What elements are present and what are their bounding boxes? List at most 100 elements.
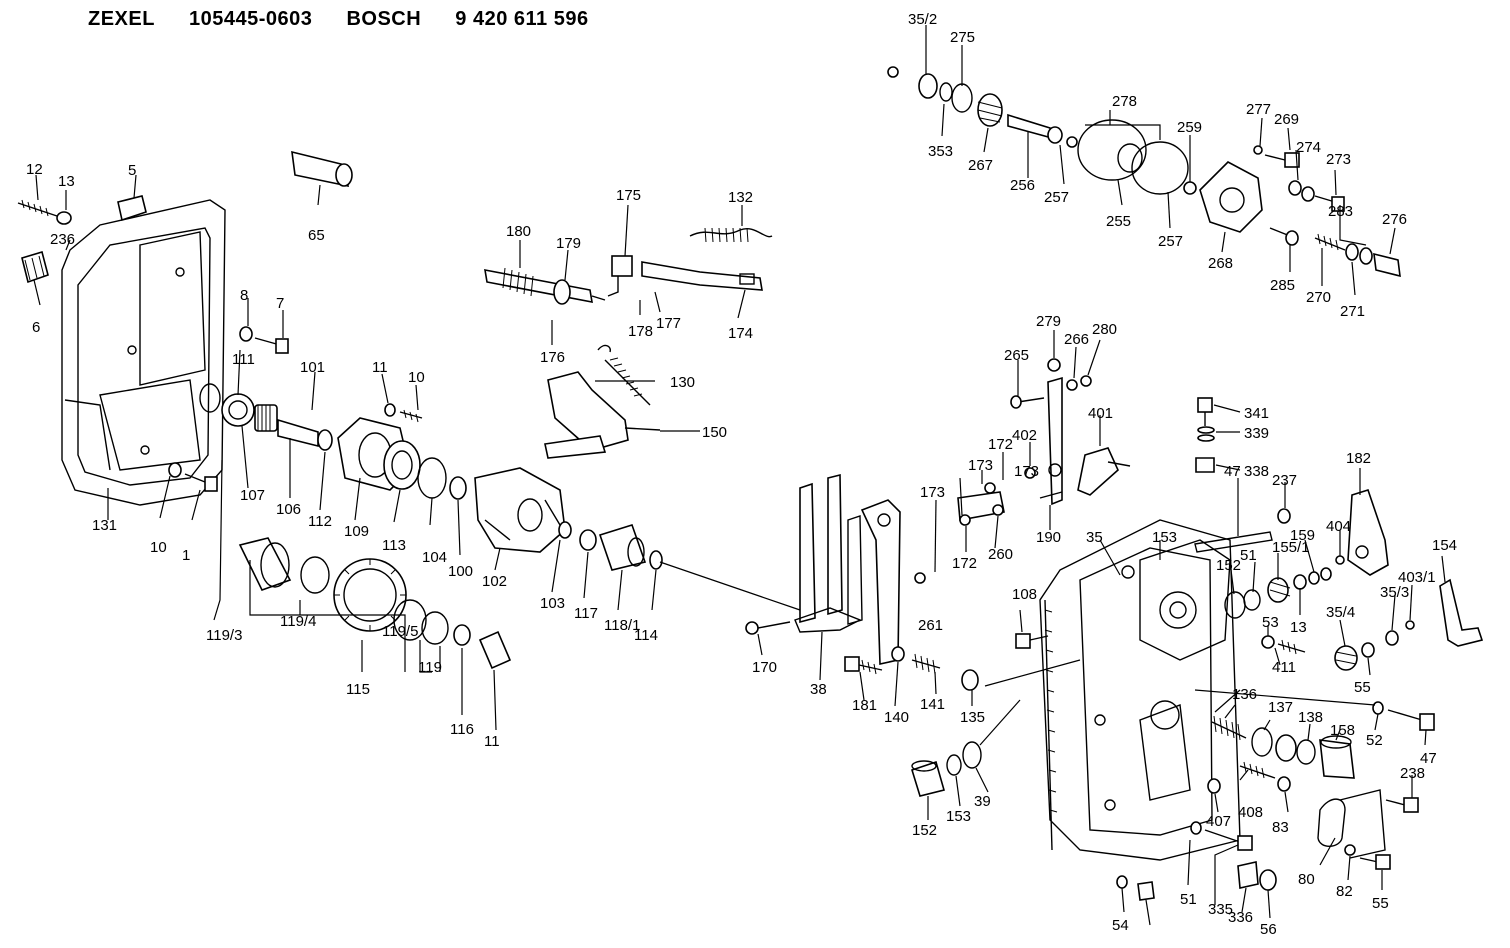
ring-113	[417, 457, 447, 499]
callout-label: 265	[1004, 347, 1029, 364]
callout-label: 276	[1382, 211, 1407, 228]
washer-155-1	[1308, 571, 1320, 585]
callout-label: 335	[1208, 901, 1233, 918]
governor-weight-100	[474, 467, 566, 553]
washer-155-1b	[1320, 567, 1332, 581]
lever-150	[544, 371, 661, 459]
washer-411	[1405, 620, 1415, 630]
callout-label: 136	[1232, 686, 1257, 703]
callout-label: 261	[918, 617, 943, 634]
bolt-47-left	[1015, 633, 1049, 649]
shaft-107	[277, 418, 319, 448]
spring-130	[597, 344, 651, 406]
spring-135	[1211, 715, 1247, 741]
callout-label: 119	[418, 659, 442, 676]
lever-175	[607, 255, 633, 297]
plug-51	[1267, 577, 1291, 603]
spring-270	[1314, 233, 1346, 251]
ring-137	[1296, 739, 1316, 765]
plates-170	[794, 473, 863, 633]
callout-label: 51	[1240, 547, 1257, 564]
bolt-38	[844, 656, 883, 675]
callout-label: 237	[1272, 472, 1297, 489]
callout-label: 268	[1208, 255, 1233, 272]
callout-label: 1	[182, 547, 190, 564]
fitting-338	[1195, 457, 1215, 473]
callout-label: 152	[912, 822, 937, 839]
bolt-269	[1264, 152, 1300, 168]
plug-335	[1237, 861, 1259, 889]
callout-label: 116	[450, 721, 474, 738]
callout-label: 54	[1112, 917, 1129, 934]
bolt-53	[1261, 635, 1306, 655]
callout-label: 174	[728, 325, 753, 342]
callout-label: 100	[448, 563, 473, 580]
callout-label: 259	[1177, 119, 1202, 136]
washer-56	[1116, 875, 1128, 889]
callout-label: 11	[372, 359, 388, 376]
nut-small	[887, 66, 899, 78]
callout-label: 256	[1010, 177, 1035, 194]
washer-257a	[1066, 136, 1078, 148]
washer-115	[453, 624, 471, 646]
ring-104	[449, 476, 467, 500]
callout-label: 275	[950, 29, 975, 46]
callout-label: 140	[884, 709, 909, 726]
callout-label: 55	[1372, 895, 1389, 912]
callout-label: 255	[1106, 213, 1131, 230]
callout-label: 107	[240, 487, 265, 504]
gear-119	[333, 558, 407, 632]
callout-label: 11	[484, 733, 500, 750]
callout-label: 238	[1400, 765, 1425, 782]
callout-label: 7	[276, 295, 284, 312]
washer-172-lower	[914, 572, 926, 584]
callout-label: 170	[752, 659, 777, 676]
callout-label: 53	[1262, 614, 1279, 631]
callout-label: 35/2	[908, 11, 937, 28]
callout-label: 180	[506, 223, 531, 240]
lever-401	[1077, 447, 1131, 496]
callout-label: 135	[960, 709, 985, 726]
callout-label: 52	[1366, 732, 1383, 749]
callout-label: 150	[702, 424, 727, 441]
callout-label: 403/1	[1398, 569, 1436, 586]
title-maker-zexel: ZEXEL	[88, 8, 155, 30]
callout-label: 35/4	[1326, 604, 1355, 621]
pin-182	[1194, 531, 1273, 553]
diaphragm-255	[1077, 119, 1189, 195]
callout-label: 119/3	[206, 627, 242, 644]
nut-408	[1277, 776, 1291, 792]
callout-label: 65	[308, 227, 325, 244]
callout-label: 277	[1246, 101, 1271, 118]
callout-label: 113	[382, 537, 406, 554]
washer-277	[1253, 145, 1263, 155]
callout-label: 102	[482, 573, 507, 590]
callout-label: 274	[1296, 139, 1321, 156]
washer-172	[984, 482, 996, 494]
bolt-265	[1010, 395, 1045, 409]
callout-label: 13	[1290, 619, 1307, 636]
callout-label: 341	[1244, 405, 1269, 422]
callout-label: 80	[1298, 871, 1315, 888]
callout-label: 119/5	[382, 623, 418, 640]
bolt-10	[384, 403, 423, 423]
washer-283	[1359, 247, 1373, 265]
callout-label: 101	[300, 359, 325, 376]
callout-label: 152	[1216, 557, 1241, 574]
nut-141	[961, 669, 979, 691]
callout-label: 5	[128, 162, 136, 179]
washer-118-1	[649, 550, 663, 570]
bolt-52	[1372, 701, 1435, 731]
callout-label: 283	[1328, 203, 1353, 220]
callout-label: 338	[1244, 463, 1269, 480]
washer-266	[1066, 379, 1078, 391]
callout-label: 51	[1180, 891, 1197, 908]
callout-label: 411	[1272, 659, 1296, 676]
callout-label: 56	[1260, 921, 1277, 938]
ring-119-4	[393, 599, 427, 641]
callout-label: 278	[1112, 93, 1137, 110]
callout-label: 111	[232, 351, 255, 368]
nut-402	[1024, 467, 1036, 479]
